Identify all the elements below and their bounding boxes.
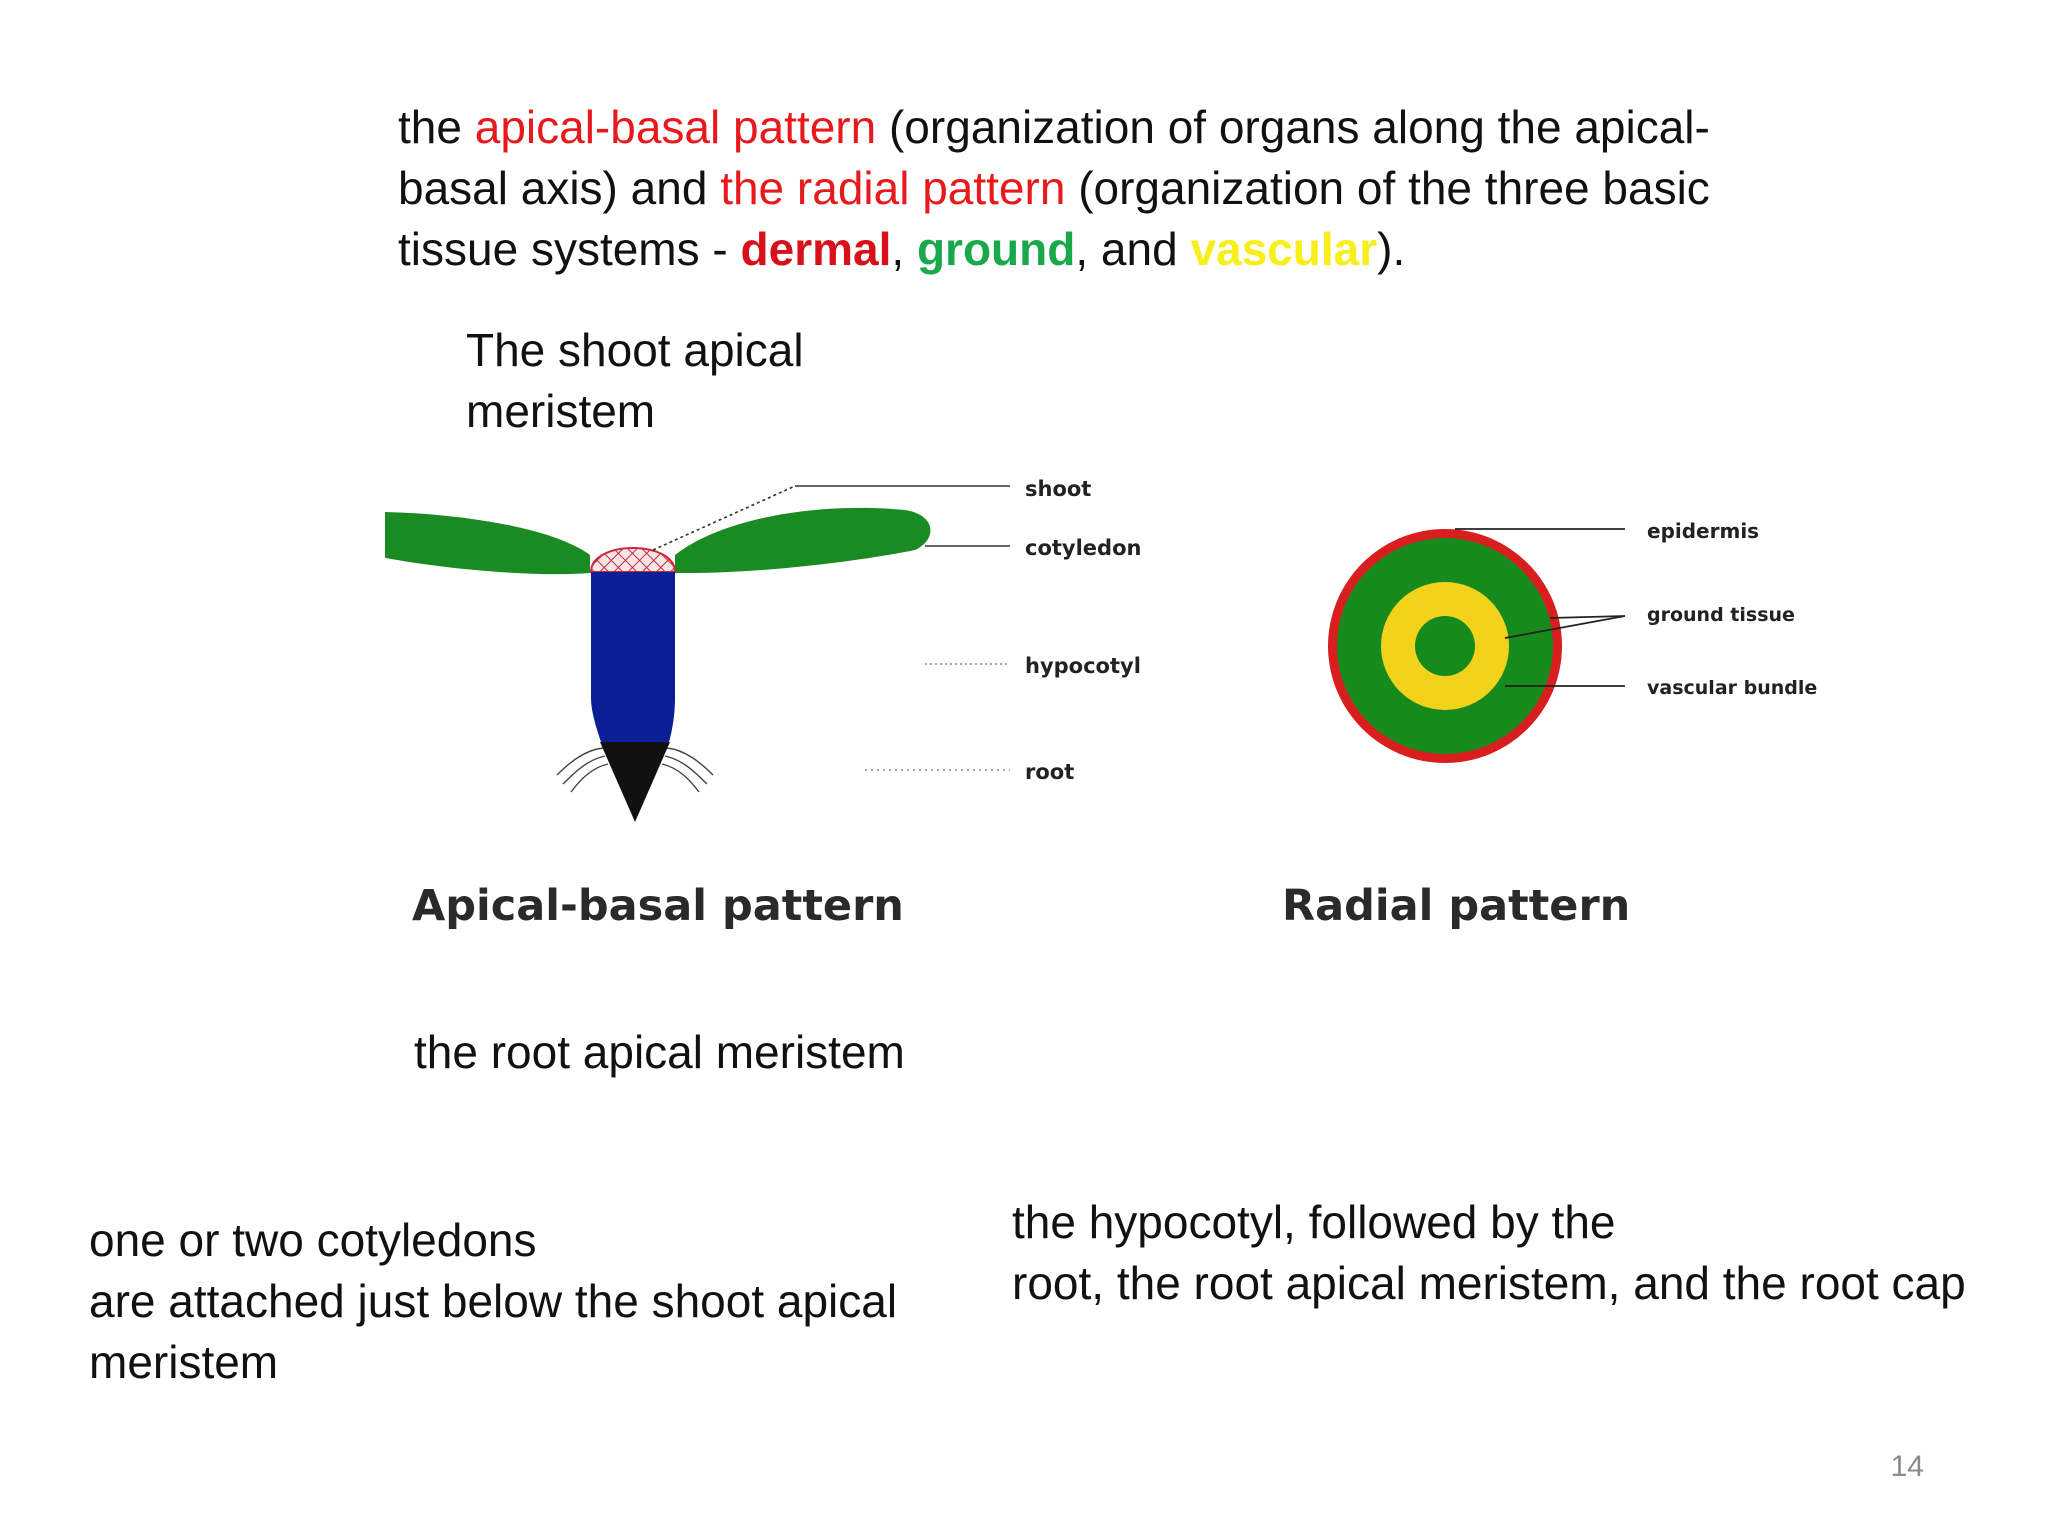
left-cotyledon	[385, 511, 590, 575]
radial-title: Radial pattern	[1282, 881, 1630, 931]
apical-basal-highlight: apical-basal pattern	[474, 101, 877, 153]
page-number: 14	[1890, 1450, 1924, 1483]
label-cotyledon: cotyledon	[1025, 536, 1141, 560]
intro-text: ).	[1377, 223, 1406, 275]
seedling-diagram: shoot cotyledon hypocotyl root Apical-ba…	[385, 477, 1141, 931]
hypocotyl	[591, 572, 675, 742]
intro-text: (organization of the three basic tissue …	[398, 162, 1710, 275]
central-ground	[1415, 616, 1475, 676]
radial-highlight: the radial pattern	[720, 162, 1066, 214]
pattern-diagram: shoot cotyledon hypocotyl root Apical-ba…	[385, 477, 1817, 931]
label-vascular-bundle: vascular bundle	[1647, 677, 1817, 699]
apical-leader-lines	[652, 485, 1010, 771]
label-ground-tissue: ground tissue	[1647, 604, 1795, 626]
intro-text: the	[398, 101, 475, 153]
intro-text: ,	[891, 223, 917, 275]
vascular-term: vascular	[1190, 223, 1378, 275]
intro-paragraph: the apical-basal pattern (organization o…	[398, 97, 1818, 280]
radial-diagram: epidermis ground tissue vascular bundle …	[1282, 519, 1817, 931]
shoot-meristem-caption: The shoot apical meristem	[466, 324, 804, 437]
ground-term: ground	[916, 223, 1076, 275]
right-cotyledon	[675, 507, 931, 574]
shoot-meristem	[589, 547, 677, 573]
label-root: root	[1025, 760, 1074, 784]
root-hairs	[556, 747, 714, 793]
cotyledon-caption: one or two cotyledons are attached just …	[89, 1214, 898, 1388]
hypocotyl-caption: the hypocotyl, followed by the root, the…	[1012, 1196, 1966, 1309]
apical-basal-title: Apical-basal pattern	[412, 881, 904, 931]
intro-text: (organization of organs along the apical…	[398, 101, 1710, 214]
dermal-term: dermal	[740, 223, 892, 275]
root-meristem-caption: the root apical meristem	[414, 1026, 905, 1078]
radial-leader-lines	[1455, 528, 1626, 687]
pattern-figure: shoot cotyledon hypocotyl root Apical-ba…	[385, 390, 1880, 1050]
label-hypocotyl: hypocotyl	[1025, 654, 1141, 678]
intro-text: , and	[1075, 223, 1191, 275]
label-epidermis: epidermis	[1647, 519, 1759, 543]
root-tip	[600, 742, 670, 822]
label-shoot: shoot	[1025, 477, 1091, 501]
